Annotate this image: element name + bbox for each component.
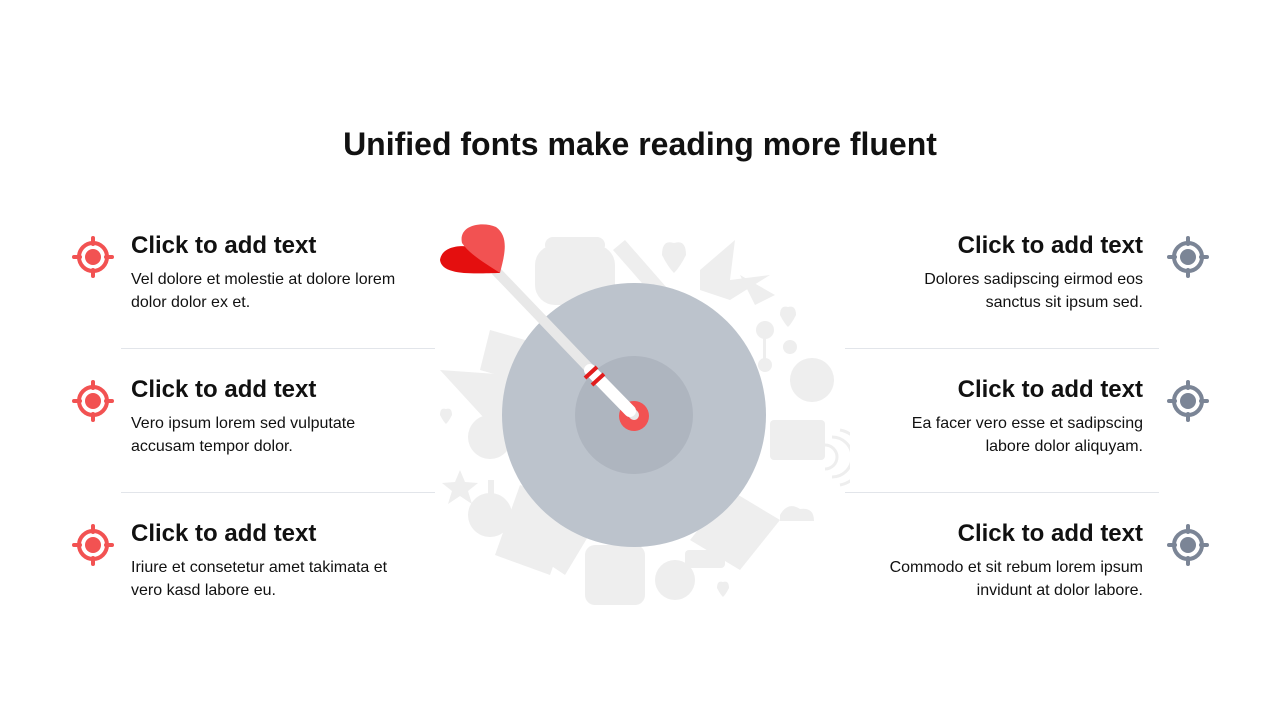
- item-heading[interactable]: Click to add text: [957, 376, 1143, 403]
- divider: [845, 348, 1159, 349]
- left-item-3: Click to add text Iriure et consetetur a…: [131, 520, 431, 602]
- item-heading[interactable]: Click to add text: [131, 520, 317, 547]
- divider: [845, 492, 1159, 493]
- slide-title: Unified fonts make reading more fluent: [343, 126, 937, 162]
- target-icon: [1167, 236, 1209, 278]
- item-heading[interactable]: Click to add text: [131, 232, 317, 259]
- target-icon: [1167, 380, 1209, 422]
- dartboard-illustration: [440, 224, 850, 605]
- right-item-3: Click to add text Commodo et sit rebum l…: [843, 520, 1143, 602]
- item-heading[interactable]: Click to add text: [957, 232, 1143, 259]
- target-icon: [72, 524, 114, 566]
- target-icon: [72, 380, 114, 422]
- left-item-2: Click to add text Vero ipsum lorem sed v…: [131, 376, 431, 458]
- divider: [121, 492, 435, 493]
- right-item-2: Click to add text Ea facer vero esse et …: [843, 376, 1143, 458]
- right-item-1: Click to add text Dolores sadipscing eir…: [843, 232, 1143, 314]
- item-heading[interactable]: Click to add text: [957, 520, 1143, 547]
- divider: [121, 348, 435, 349]
- target-icon: [1167, 524, 1209, 566]
- item-heading[interactable]: Click to add text: [131, 376, 317, 403]
- left-item-1: Click to add text Vel dolore et molestie…: [131, 232, 431, 314]
- dart-icon: [440, 224, 639, 420]
- target-icon: [72, 236, 114, 278]
